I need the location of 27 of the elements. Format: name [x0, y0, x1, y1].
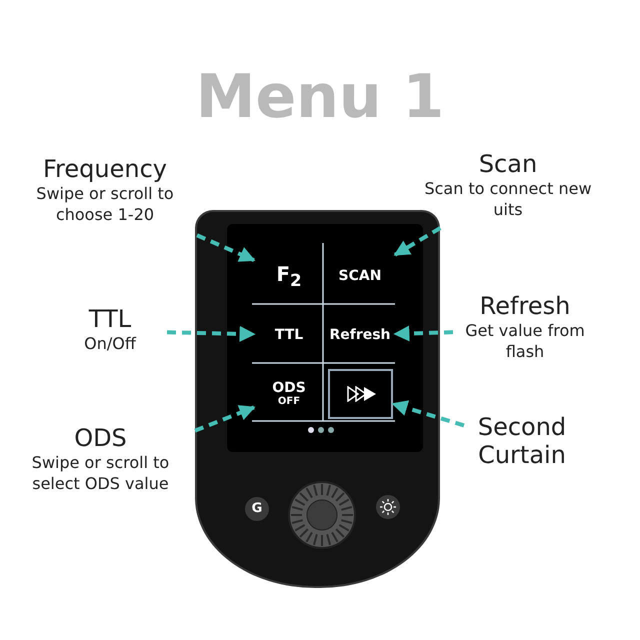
menu-item-label: TTL — [274, 327, 304, 343]
callout-heading: Frequency — [42, 155, 168, 183]
menu-item-label: ODS — [272, 380, 306, 396]
dashed-arrow — [394, 226, 442, 257]
callout-description: Get value from flash — [464, 320, 586, 362]
title: Menu 1 — [194, 62, 446, 132]
dashed-arrow — [194, 405, 256, 433]
callout-heading: TTL — [88, 305, 132, 333]
callout-heading: ODS — [73, 424, 128, 452]
menu-item-value: OFF — [278, 396, 300, 407]
menu-item-label: F$_{2}$ — [276, 262, 302, 290]
callout-heading: Refresh — [478, 292, 572, 320]
callout-description: Scan to connect new uits — [423, 178, 593, 220]
callout-heading: Second Curtain — [476, 413, 568, 469]
callout-description: Swipe or scroll to select ODS value — [30, 452, 170, 494]
callout-description: On/Off — [83, 333, 138, 354]
trigger-device-drawing — [195, 210, 440, 588]
dashed-arrow — [391, 400, 465, 428]
callout-heading: Scan — [478, 150, 538, 178]
menu-cell-frame — [328, 369, 393, 419]
menu-item-label: SCAN — [338, 268, 382, 284]
dashed-arrow — [166, 326, 256, 342]
dashed-arrow — [196, 233, 256, 262]
menu-item-label: Refresh — [329, 327, 391, 343]
dashed-arrow — [393, 326, 454, 342]
callout-description: Swipe or scroll to choose 1-20 — [35, 183, 175, 225]
g-button: G — [245, 497, 269, 521]
